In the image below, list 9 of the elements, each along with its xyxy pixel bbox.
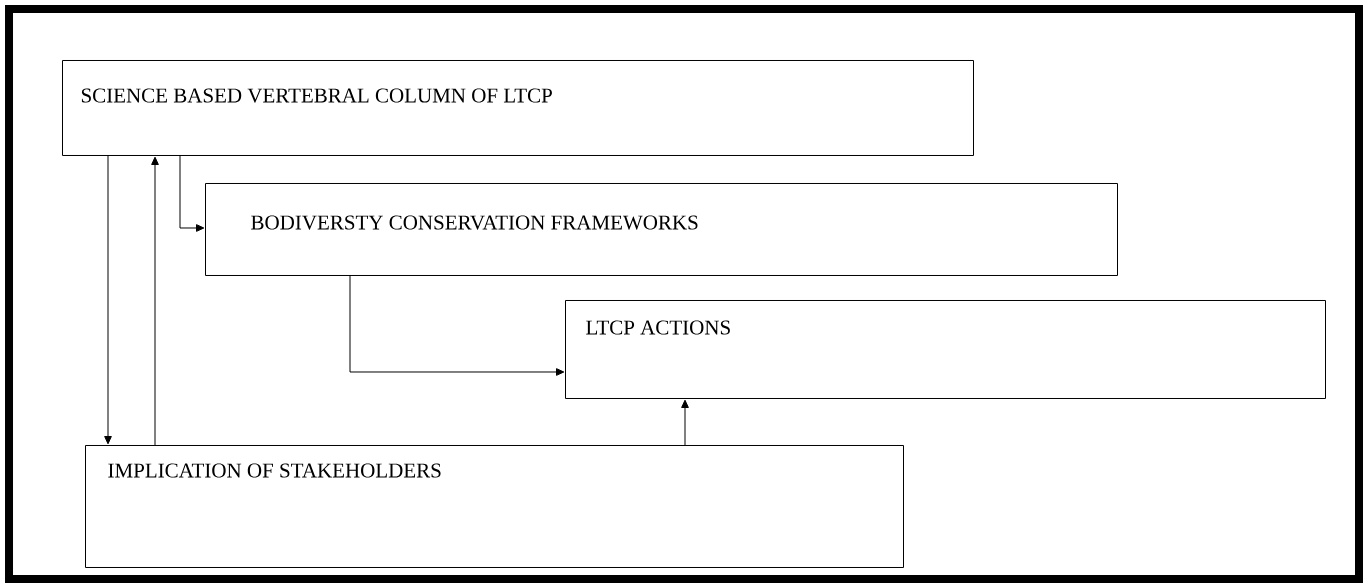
arrow: [349, 275, 565, 376]
process-box: LTCP ACTIONS: [565, 300, 1326, 399]
process-box: BODIVERSTY CONSERVATION FRAMEWORKS: [205, 183, 1118, 276]
arrow: [104, 155, 112, 445]
process-box: SCIENCE BASED VERTEBRAL COLUMN OF LTCP: [62, 60, 974, 156]
arrow: [681, 399, 689, 446]
arrow: [179, 155, 205, 232]
arrow: [151, 156, 159, 446]
process-box: IMPLICATION OF STAKEHOLDERS: [85, 445, 904, 568]
